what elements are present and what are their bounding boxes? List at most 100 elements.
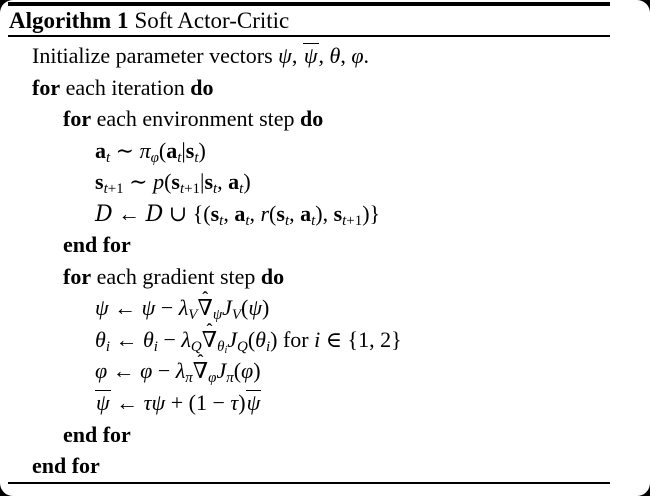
math-italic: J <box>227 326 238 352</box>
math-roman: ← <box>110 390 144 416</box>
math-roman: ∼ <box>110 137 140 163</box>
script-d: D <box>95 201 113 227</box>
math-roman: )} <box>362 200 381 226</box>
math-italic: t <box>177 149 182 166</box>
math-roman: ← <box>107 358 141 384</box>
math-roman: , <box>318 43 330 68</box>
math-italic: τ <box>143 390 152 416</box>
math-roman: +1 <box>346 212 363 229</box>
subscript: i <box>106 339 110 355</box>
math-italic: t <box>106 149 111 166</box>
math-roman: each environment step <box>91 106 301 132</box>
math-bold-vector: a <box>166 137 178 163</box>
subscript: φ <box>208 371 216 387</box>
math-italic: t <box>239 181 244 198</box>
math-italic: t <box>194 149 199 166</box>
math-italic: Q <box>190 339 202 356</box>
subscript: t <box>245 213 249 229</box>
math-roman: ( <box>233 358 242 384</box>
math-italic: τ <box>230 390 239 416</box>
keyword: for <box>63 263 92 289</box>
math-roman: each gradient step <box>91 263 261 289</box>
subscript: t <box>219 213 223 229</box>
math-roman: . <box>363 43 369 68</box>
math-roman: | <box>181 137 186 163</box>
subscript: V <box>188 308 197 324</box>
math-roman: | <box>200 169 205 195</box>
math-italic: λ <box>178 295 189 321</box>
math-italic: λ <box>181 326 191 352</box>
math-roman: ) <box>243 169 251 195</box>
math-italic: φ <box>208 370 217 387</box>
keyword: end for <box>63 232 131 258</box>
math-italic: p <box>153 169 165 195</box>
nabla: ∇ <box>197 295 213 321</box>
math-bold-vector: a <box>234 200 246 226</box>
subscript: i <box>154 339 158 355</box>
math-italic: t <box>342 212 347 229</box>
math-roman: +1 <box>184 181 201 198</box>
algorithm-line-12: ψ ← τψ + (1 − τ)ψ <box>0 387 650 419</box>
subscript: θi <box>217 339 228 357</box>
hat-nabla: ˆ∇ <box>197 288 213 324</box>
math-bold-vector: s <box>171 169 180 195</box>
math-roman: ) <box>198 137 206 163</box>
math-roman: , <box>291 43 303 68</box>
subscript: t+1 <box>104 181 124 197</box>
math-italic: φ <box>95 358 108 384</box>
subscript: t <box>213 181 217 197</box>
hat-mark: ˆ <box>206 319 213 340</box>
algorithm-line-2: for each iteration do <box>0 72 650 104</box>
math-italic: φ <box>241 358 254 384</box>
math-roman: − <box>152 358 176 384</box>
math-bold-vector: s <box>276 200 285 226</box>
subscript: π <box>226 371 234 387</box>
keyword: for <box>32 74 61 100</box>
algorithm-number-label: Algorithm 1 <box>9 8 129 33</box>
algorithm-line-6: D ← D ∪ {(st, at, r(st, at), st+1)} <box>0 198 650 230</box>
math-italic: i <box>265 339 271 356</box>
math-roman: ( <box>164 169 172 195</box>
math-roman: +1 <box>107 181 124 198</box>
subscript: Q <box>237 339 248 355</box>
math-italic: ψ <box>246 390 261 416</box>
math-italic: ψ <box>278 43 292 68</box>
math-roman: , <box>249 200 261 226</box>
math-italic: θ <box>217 339 225 356</box>
math-italic: θ <box>95 326 106 352</box>
algorithm-line-5: st+1 ∼ p(st+1|st, at) <box>0 166 650 198</box>
hat-mark: ˆ <box>197 351 204 372</box>
math-roman: ← <box>112 200 146 226</box>
math-italic: i <box>105 339 110 356</box>
subscript: π <box>185 371 193 387</box>
math-italic: ψ <box>303 43 318 68</box>
math-italic: ψ <box>248 295 263 321</box>
algorithm-line-3: for each environment step do <box>0 103 650 135</box>
math-roman: ) <box>262 295 270 321</box>
math-roman: ← <box>108 295 142 321</box>
math-italic: V <box>231 307 242 324</box>
math-italic: ψ <box>95 295 109 321</box>
math-italic: t <box>311 212 316 229</box>
algorithm-top-rule <box>8 2 610 6</box>
algorithm-name: Soft Actor-Critic <box>134 8 290 33</box>
math-italic: φ <box>140 358 153 384</box>
math-italic: t <box>219 212 224 229</box>
math-italic: ψ <box>96 390 110 416</box>
math-italic: t <box>103 181 108 198</box>
math-roman: Initialize parameter vectors <box>32 43 279 68</box>
math-roman: ( <box>269 200 277 226</box>
algorithm-body: Initialize parameter vectors ψ, ψ, θ, φ.… <box>0 37 650 482</box>
math-italic: θ <box>329 43 341 68</box>
overbar: ψ <box>302 43 319 68</box>
hat-nabla: ˆ∇ <box>193 351 208 387</box>
math-bold-vector: s <box>210 200 220 226</box>
math-roman: , <box>223 200 235 226</box>
algorithm-header-rule <box>8 35 610 37</box>
keyword: do <box>190 74 214 100</box>
math-italic: i <box>224 345 228 357</box>
math-roman: , <box>289 200 301 226</box>
